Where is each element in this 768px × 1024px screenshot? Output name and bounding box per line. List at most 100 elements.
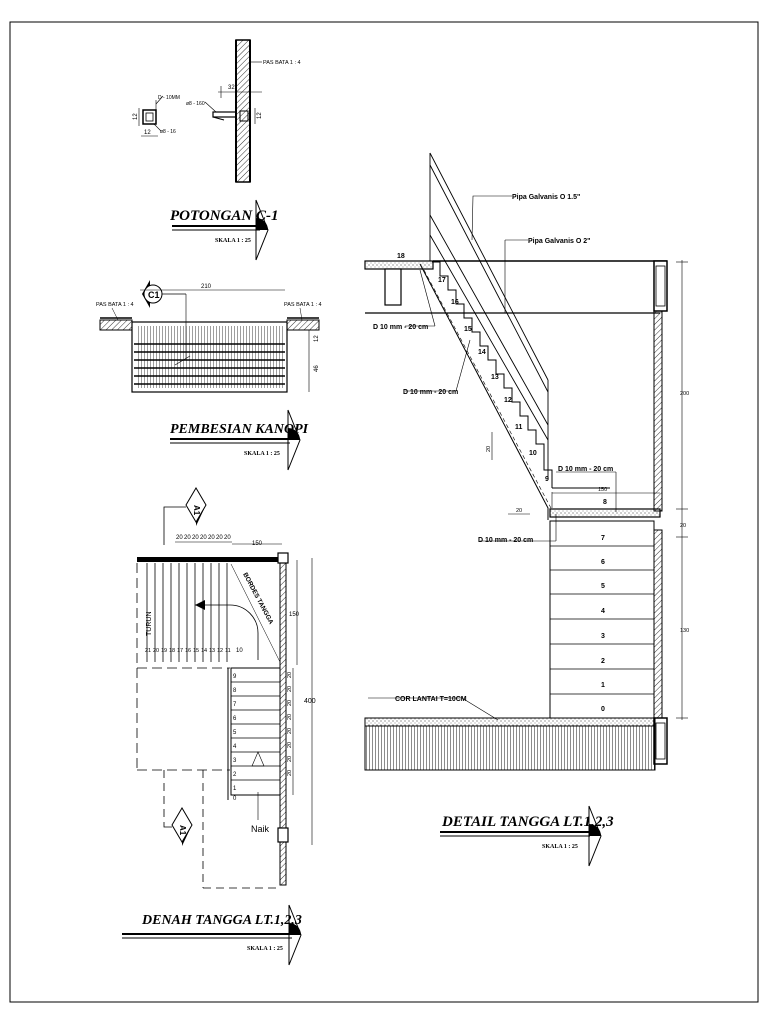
potongan-bar-d: D - 10MM bbox=[158, 95, 180, 101]
denah-dim-150-top: 150 bbox=[252, 541, 263, 547]
detail-title-block: DETAIL TANGGA LT.1,2,3 SKALA 1 : 25 bbox=[440, 805, 614, 867]
denah-tread-dim: 20 bbox=[208, 535, 215, 541]
denah-marker-top: A1 bbox=[192, 505, 201, 516]
denah-tread-dim: 20 bbox=[224, 535, 231, 541]
detail-step-8: 8 bbox=[603, 499, 607, 506]
denah-tread-dim: 20 bbox=[184, 535, 191, 541]
detail-upper-steps: 17 16 15 14 13 12 11 10 9 bbox=[438, 277, 549, 483]
detail-cor-lantai: COR LANTAI T=10CM bbox=[395, 696, 467, 703]
denah-tread-dim: 20 bbox=[192, 535, 199, 541]
denah-step-number: 15 bbox=[193, 648, 199, 654]
denah-step-number: 9 bbox=[233, 674, 237, 680]
denah-side-dim: 20 bbox=[287, 686, 293, 692]
denah-step-number: 13 bbox=[209, 648, 215, 654]
potongan-dim-12-left: 12 bbox=[133, 113, 139, 120]
detail-rebar-2: D 10 mm - 20 cm bbox=[403, 389, 458, 396]
denah-upper-steps: 21 20 19 18 17 16 15 14 13 12 11 bbox=[145, 648, 231, 654]
detail-step-number: 4 bbox=[601, 608, 605, 615]
detail-dim-150: 150 bbox=[598, 487, 607, 493]
denah-tread-dim: 20 bbox=[176, 535, 183, 541]
detail-step-number: 15 bbox=[464, 326, 472, 333]
detail-rebar-3: D 10 mm - 20 cm bbox=[558, 466, 613, 473]
detail-step-number: 3 bbox=[601, 633, 605, 640]
detail-pipa-2: Pipa Galvanis O 2" bbox=[528, 238, 590, 245]
detail-step-number: 17 bbox=[438, 277, 446, 284]
potongan-scale: SKALA 1 : 25 bbox=[215, 238, 251, 244]
detail-dim-tread: 20 bbox=[516, 508, 522, 514]
detail-title: DETAIL TANGGA LT.1,2,3 bbox=[441, 814, 614, 830]
detail-rebar-1: D 10 mm - 20 cm bbox=[373, 324, 428, 331]
denah-scale: SKALA 1 : 25 bbox=[247, 946, 283, 952]
denah-naik: Naik bbox=[251, 824, 270, 834]
sheet-border bbox=[9, 21, 759, 1003]
kanopi-title: PEMBESIAN KANOPI bbox=[170, 422, 309, 437]
detail-step-number: 13 bbox=[491, 374, 499, 381]
denah-step-number: 1 bbox=[233, 786, 237, 792]
denah-step-number: 11 bbox=[225, 648, 231, 654]
detail-rebar-4: D 10 mm - 20 cm bbox=[478, 537, 533, 544]
detail-tangga-section: 18 17 16 15 14 13 12 11 10 9 bbox=[364, 152, 689, 771]
denah-step-number: 12 bbox=[217, 648, 223, 654]
detail-lower-steps: 7 6 5 4 3 2 1 0 bbox=[601, 535, 605, 713]
denah-dim-400: 400 bbox=[304, 698, 316, 705]
detail-step-18: 18 bbox=[397, 253, 405, 260]
denah-step-number: 7 bbox=[233, 702, 237, 708]
denah-side-dim: 20 bbox=[287, 672, 293, 678]
denah-turun: TURUN bbox=[146, 612, 153, 637]
denah-lower-steps: 9 8 7 6 5 4 3 2 1 bbox=[233, 674, 237, 792]
pembesian-kanopi-detail: C1 210 PAS BATA 1 : 4 PAS BATA 1 : 4 12 … bbox=[96, 280, 322, 393]
denah-side-dim: 20 bbox=[287, 770, 293, 776]
denah-title-block: DENAH TANGGA LT.1,2,3 SKALA 1 : 25 bbox=[122, 904, 302, 966]
denah-tangga-plan: A1 20 20 20 20 20 20 20 150 bbox=[136, 487, 316, 889]
detail-scale: SKALA 1 : 25 bbox=[542, 844, 578, 850]
detail-step-number: 0 bbox=[601, 706, 605, 713]
potongan-dim-12-right: 12 bbox=[257, 112, 263, 119]
detail-step-number: 2 bbox=[601, 658, 605, 665]
kanopi-title-block: PEMBESIAN KANOPI SKALA 1 : 25 bbox=[170, 409, 309, 471]
potongan-dim-32: 32 bbox=[228, 85, 235, 91]
kanopi-dim-210: 210 bbox=[201, 284, 212, 290]
denah-step-number: 20 bbox=[153, 648, 159, 654]
denah-step-number: 21 bbox=[145, 648, 151, 654]
denah-step-number: 3 bbox=[233, 758, 237, 764]
kanopi-pas-bata-right: PAS BATA 1 : 4 bbox=[284, 302, 322, 308]
detail-step-number: 5 bbox=[601, 583, 605, 590]
detail-dim-130: 130 bbox=[680, 628, 689, 634]
denah-step-number: 16 bbox=[185, 648, 191, 654]
kanopi-dim-46: 46 bbox=[314, 365, 320, 372]
denah-step-number: 5 bbox=[233, 730, 237, 736]
denah-dim-150-side: 150 bbox=[289, 612, 300, 618]
denah-step-number: 4 bbox=[233, 744, 237, 750]
potongan-c1-detail: PAS BATA 1 : 4 32 12 12 12 D - 10MM ø8 -… bbox=[133, 39, 301, 183]
detail-pipa-15: Pipa Galvanis O 1.5" bbox=[512, 194, 580, 201]
kanopi-marker-c1: C1 bbox=[148, 290, 160, 300]
potongan-pas-bata: PAS BATA 1 : 4 bbox=[263, 60, 301, 66]
denah-step-number: 6 bbox=[233, 716, 237, 722]
detail-step-number: 11 bbox=[515, 424, 523, 431]
kanopi-pas-bata-left: PAS BATA 1 : 4 bbox=[96, 302, 134, 308]
denah-title: DENAH TANGGA LT.1,2,3 bbox=[141, 913, 302, 928]
detail-step-number: 7 bbox=[601, 535, 605, 542]
potongan-title-block: POTONGAN C-1 SKALA 1 : 25 bbox=[170, 199, 278, 261]
denah-step-number: 2 bbox=[233, 772, 237, 778]
denah-side-dim: 20 bbox=[287, 756, 293, 762]
potongan-bar-phi: ø8 - 16 bbox=[160, 129, 176, 135]
denah-tread-dim: 20 bbox=[200, 535, 207, 541]
potongan-dim-12-bottom: 12 bbox=[144, 130, 151, 136]
detail-dim-200: 200 bbox=[680, 391, 689, 397]
denah-step-number: 19 bbox=[161, 648, 167, 654]
denah-tread-dims: 20 20 20 20 20 20 20 bbox=[176, 535, 231, 541]
kanopi-dim-12: 12 bbox=[314, 335, 320, 342]
denah-side-dim: 20 bbox=[287, 700, 293, 706]
denah-step-number: 18 bbox=[169, 648, 175, 654]
denah-step-number: 8 bbox=[233, 688, 237, 694]
detail-step-number: 1 bbox=[601, 682, 605, 689]
denah-side-dims: 20 20 20 20 20 20 20 20 bbox=[287, 672, 293, 776]
detail-step-number: 12 bbox=[504, 397, 512, 404]
detail-step-number: 14 bbox=[478, 349, 486, 356]
denah-side-dim: 20 bbox=[287, 742, 293, 748]
kanopi-scale: SKALA 1 : 25 bbox=[244, 451, 280, 457]
denah-step-number: 14 bbox=[201, 648, 207, 654]
denah-tread-dim: 20 bbox=[216, 535, 223, 541]
